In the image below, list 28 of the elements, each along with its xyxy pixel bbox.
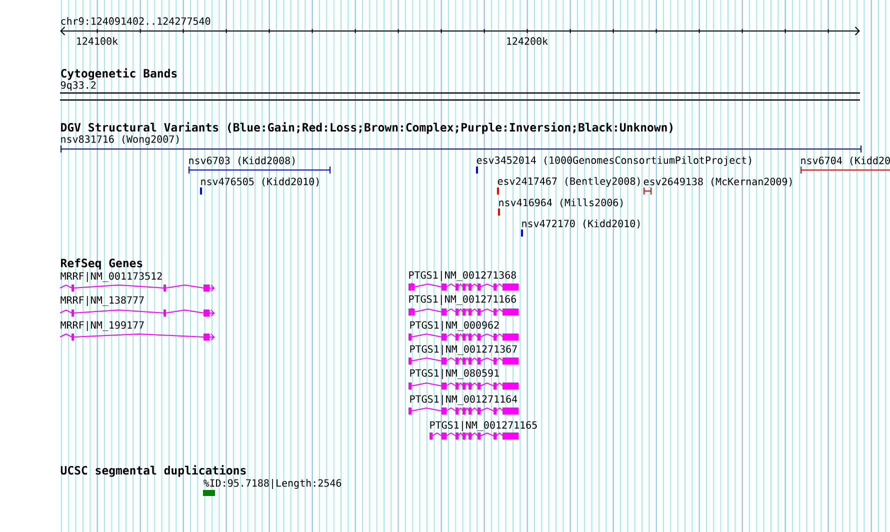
band-label: 9q33.2	[60, 81, 96, 91]
gene-label: MRRF|NM_199177	[60, 321, 144, 331]
tick-label: 124100k	[77, 37, 118, 45]
variant-label: nsv416964 (Mills2006)	[499, 198, 623, 208]
variant-label: esv2417467 (Bentley2008)	[498, 177, 640, 187]
gene-label: MRRF|NM_138777	[60, 296, 144, 306]
tick-label: 124200k	[507, 37, 548, 45]
track-title: DGV Structural Variants (Blue:Gain;Red:Loss;Brown:Complex;Purple:Inversion;Black:Unknown)	[61, 122, 672, 134]
variant-label: nsv472170 (Kidd2010)	[522, 220, 640, 228]
variant-label: nsv6704 (Kidd20	[801, 156, 890, 166]
track-title: Cytogenetic Bands	[61, 68, 177, 80]
duplication-label: %ID:95.7188|Length:2546	[203, 479, 342, 489]
gene-label: PTGS1|NM_000962	[410, 321, 499, 331]
track-title: UCSC segmental duplications	[60, 465, 246, 477]
variant-label: nsv6703 (Kidd2008)	[189, 156, 295, 166]
track-title: RefSeq Genes	[61, 258, 142, 270]
gene-label: PTGS1|NM_080591	[410, 369, 499, 379]
gene-label: PTGS1|NM_001271367	[410, 345, 517, 355]
variant-label: nsv831716 (Wong2007)	[61, 135, 179, 145]
variant-label: nsv476505 (Kidd2010)	[201, 178, 319, 186]
coordinate-label: chr9:124091402..124277540	[61, 17, 210, 25]
gene-label: PTGS1|NM_001271164	[410, 395, 518, 405]
gene-label: MRRF|NM_001173512	[60, 272, 162, 282]
variant-label: esv2649138 (McKernan2009)	[644, 178, 792, 186]
gene-label: PTGS1|NM_001271165	[430, 421, 537, 431]
gene-label: PTGS1|NM_001271368	[409, 271, 516, 281]
variant-label: esv3452014 (1000GenomesConsortiumPilotProject)	[476, 156, 752, 166]
gene-label: PTGS1|NM_001271166	[409, 295, 516, 305]
